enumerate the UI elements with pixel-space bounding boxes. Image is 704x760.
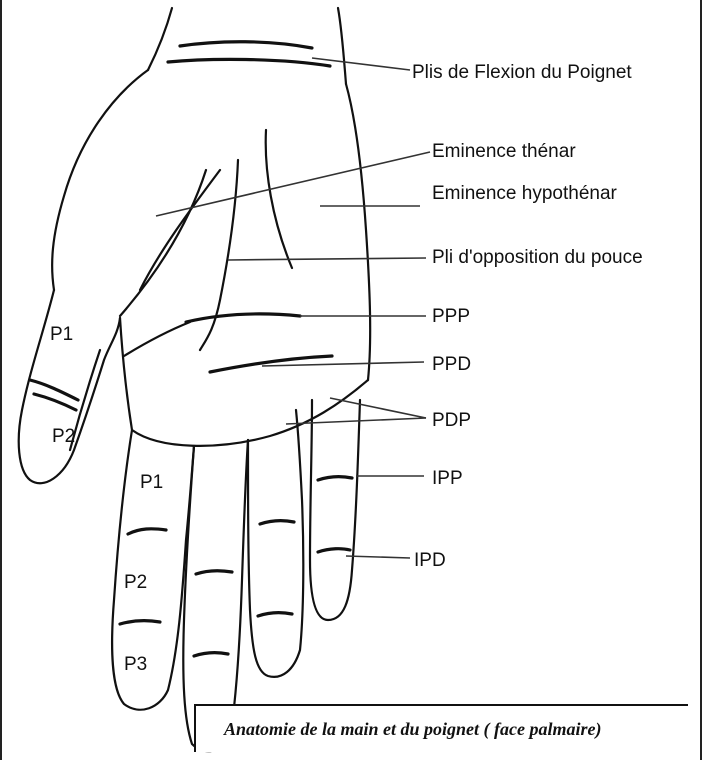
- leader-lines: [156, 58, 430, 558]
- proximal-palmar-crease-ext: [124, 322, 190, 356]
- middle-pip-crease: [196, 571, 232, 574]
- middle-dip-crease: [194, 653, 228, 656]
- anatomical-labels: Plis de Flexion du Poignet Eminence thén…: [412, 62, 643, 571]
- thenar-edge: [120, 170, 206, 316]
- little-finger-outline: [310, 400, 360, 620]
- hypothenar-crease: [266, 130, 292, 268]
- leader-ipd: [346, 556, 410, 558]
- ring-finger-outline: [248, 410, 303, 677]
- label-index-p1: P1: [140, 472, 163, 493]
- proximal-palmar-crease: [186, 314, 300, 322]
- wrist-crease-2: [168, 59, 330, 66]
- diagram-caption: Anatomie de la main et du poignet ( face…: [224, 719, 601, 740]
- little-dip-crease: [318, 549, 350, 552]
- thumb-outline: [19, 290, 120, 483]
- leader-pdp-1: [330, 398, 426, 418]
- phalanx-labels: P1 P2 P1 P2 P3: [50, 324, 163, 675]
- label-thumb-p2: P2: [52, 426, 75, 447]
- label-index-p3: P3: [124, 654, 147, 675]
- caption-box: Anatomie de la main et du poignet ( face…: [194, 704, 688, 752]
- label-plis-flexion-poignet: Plis de Flexion du Poignet: [412, 62, 632, 83]
- leader-pli-opposition: [228, 258, 426, 260]
- little-pip-crease: [318, 477, 352, 480]
- wrist-crease-1: [180, 42, 312, 48]
- label-pli-opposition-pouce: Pli d'opposition du pouce: [432, 247, 643, 268]
- label-ppp: PPP: [432, 306, 470, 327]
- thumb-ip-crease: [30, 380, 78, 400]
- palm-contour: [52, 70, 148, 290]
- hand-outline: [19, 8, 370, 751]
- label-ipd: IPD: [414, 550, 446, 571]
- ring-pip-crease: [260, 521, 294, 524]
- palm-right-edge: [346, 84, 370, 380]
- forearm-right-edge: [338, 8, 346, 84]
- index-pip-crease: [128, 529, 166, 534]
- label-pdp: PDP: [432, 410, 471, 431]
- label-ppd: PPD: [432, 354, 471, 375]
- label-thumb-p1: P1: [50, 324, 73, 345]
- label-eminence-hypothenar: Eminence hypothénar: [432, 183, 618, 204]
- ring-dip-crease: [258, 613, 292, 616]
- label-eminence-thenar: Eminence thénar: [432, 141, 576, 162]
- label-index-p2: P2: [124, 572, 147, 593]
- index-dip-crease: [120, 621, 160, 624]
- label-ipp: IPP: [432, 468, 463, 489]
- leader-ppd: [262, 362, 424, 366]
